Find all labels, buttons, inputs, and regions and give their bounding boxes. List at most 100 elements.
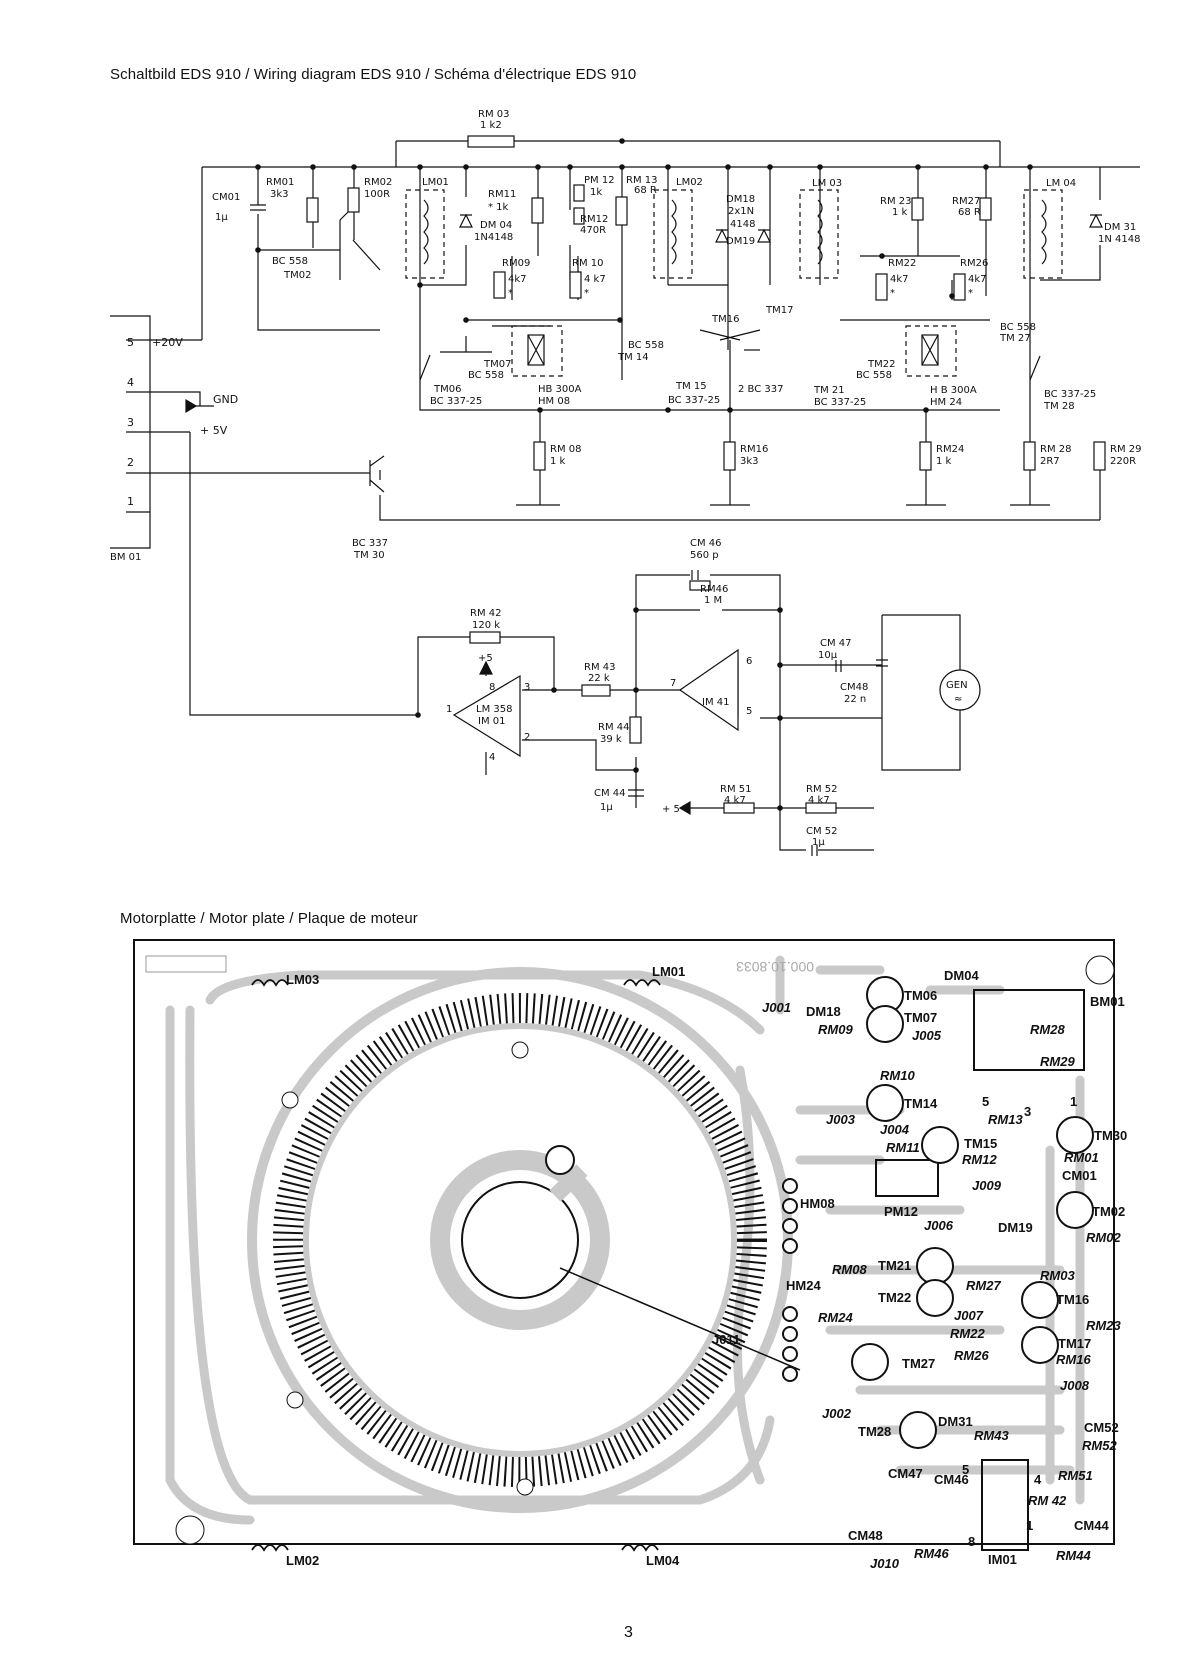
- lm04-label: LM 04: [1046, 178, 1076, 189]
- rm11-value: * 1k: [488, 202, 509, 213]
- mp-cm44: CM44: [1074, 1518, 1109, 1533]
- mp-cm46: CM46: [934, 1472, 969, 1487]
- rm23-value: 1 k: [892, 207, 908, 218]
- rm24-value: 1 k: [936, 456, 952, 467]
- rm44-value: 39 k: [600, 734, 622, 745]
- schematic-title: Schaltbild EDS 910 / Wiring diagram EDS …: [110, 66, 637, 83]
- mp-rm24: RM24: [818, 1310, 853, 1325]
- schematic-wiring: [110, 140, 1140, 851]
- cm44-label: CM 44: [594, 788, 626, 799]
- hm08-type: HB 300A: [538, 384, 582, 395]
- rm01-value: 3k3: [270, 189, 289, 200]
- tm28-type: BC 337-25: [1044, 389, 1096, 400]
- tm06-type: BC 337-25: [430, 396, 482, 407]
- cm48-label: CM48: [840, 682, 868, 693]
- tm22-type: BC 558: [856, 370, 892, 381]
- mp-rm03: RM03: [1040, 1268, 1075, 1283]
- mp-tm02: TM02: [1092, 1204, 1125, 1219]
- mp-tm30: TM30: [1094, 1128, 1127, 1143]
- mp-tm16: TM16: [1056, 1292, 1089, 1307]
- mp-j007: J007: [954, 1308, 984, 1323]
- mp-j001: J001: [762, 1000, 791, 1015]
- mp-rm22: RM22: [950, 1326, 985, 1341]
- mp-part-number: 000.10.8033: [736, 959, 814, 975]
- rm16-value: 3k3: [740, 456, 759, 467]
- mp-rm51: RM51: [1058, 1468, 1093, 1483]
- rm26-star: *: [968, 288, 973, 299]
- mp-dm31: DM31: [938, 1414, 973, 1429]
- mp-j003: J003: [826, 1112, 856, 1127]
- mp-rm28: RM28: [1030, 1022, 1065, 1037]
- mp-ic-pin-5: 5: [962, 1462, 969, 1477]
- lm02-label: LM02: [676, 177, 703, 188]
- mp-cm47: CM47: [888, 1466, 923, 1481]
- tm28-label: TM 28: [1043, 401, 1075, 412]
- rm10-label: RM 10: [572, 258, 603, 269]
- tm27-type: BC 558: [1000, 322, 1036, 333]
- page-number: 3: [624, 1624, 633, 1641]
- mp-j006: J006: [924, 1218, 954, 1233]
- pin-2: 2: [524, 732, 530, 743]
- mp-rm23: RM23: [1086, 1318, 1121, 1333]
- pin-6: 6: [746, 656, 752, 667]
- tm14-label: TM 14: [617, 352, 649, 363]
- mp-rm09: RM09: [818, 1022, 853, 1037]
- rm42-value: 120 k: [472, 620, 500, 631]
- cm47-label: CM 47: [820, 638, 852, 649]
- lm01-label: LM01: [422, 177, 449, 188]
- plus20v-label: +20V: [152, 336, 183, 349]
- rm12-value: 470R: [580, 225, 606, 236]
- im01-type: LM 358: [476, 704, 512, 715]
- mp-rm13: RM13: [988, 1112, 1023, 1127]
- motor-plate-title: Motorplatte / Motor plate / Plaque de mo…: [120, 910, 418, 927]
- mp-dm19: DM19: [998, 1220, 1033, 1235]
- mp-j009: J009: [972, 1178, 1002, 1193]
- mp-cm52: CM52: [1084, 1420, 1119, 1435]
- mp-rm10: RM10: [880, 1068, 915, 1083]
- pin-7: 7: [670, 678, 676, 689]
- rm27-value: 68 R: [958, 207, 981, 218]
- mp-pin-5: 5: [982, 1094, 989, 1109]
- gnd-label: GND: [213, 393, 238, 406]
- rm22-value: 4k7: [890, 274, 909, 285]
- rm10-star: *: [584, 288, 589, 299]
- mp-pin-1: 1: [1070, 1094, 1077, 1109]
- mp-tm17: TM17: [1058, 1336, 1091, 1351]
- cm48-value: 22 n: [844, 694, 866, 705]
- cm47-value: 10μ: [818, 650, 838, 661]
- rm01-label: RM01: [266, 177, 294, 188]
- cm46-label: CM 46: [690, 538, 722, 549]
- rm26-value: 4k7: [968, 274, 987, 285]
- pm12-label: PM 12: [584, 175, 615, 186]
- schematic-labels: BM 01 5 4 3 2 1 +20V GND + 5V RM 03 1 k2…: [110, 109, 1141, 848]
- cm01-label: CM01: [212, 192, 240, 203]
- mp-j008: J008: [1060, 1378, 1090, 1393]
- mp-bm01: BM01: [1090, 994, 1125, 1009]
- mp-j002: J002: [822, 1406, 852, 1421]
- pin-2-label: 2: [127, 456, 134, 469]
- mp-rm16: RM16: [1056, 1352, 1091, 1367]
- pin-5-label: 5: [127, 336, 134, 349]
- dm18-value2: 4148: [730, 219, 755, 230]
- mp-rm46: RM46: [914, 1546, 949, 1561]
- hm24-type: H B 300A: [930, 385, 977, 396]
- rm12-label: RM12: [580, 214, 608, 225]
- plus5v-label: + 5V: [200, 424, 228, 437]
- mp-rm01: RM01: [1064, 1150, 1099, 1165]
- hm24-label: HM 24: [930, 397, 962, 408]
- dm31-value: 1N 4148: [1098, 234, 1140, 245]
- pin-1-label: 1: [127, 495, 134, 508]
- pin-8: 8: [489, 682, 495, 693]
- gen-label: GEN: [946, 680, 968, 691]
- cm46-value: 560 p: [690, 550, 719, 561]
- tm22-label: TM22: [867, 359, 895, 370]
- rm42-label: RM 42: [470, 608, 501, 619]
- mp-rm43: RM43: [974, 1428, 1009, 1443]
- rm51-value: 4 k7: [724, 795, 746, 806]
- dm18-value: 2x1N: [728, 206, 754, 217]
- mp-rm44: RM44: [1056, 1548, 1091, 1563]
- mp-j004: J004: [880, 1122, 910, 1137]
- tm21-type-a: 2 BC 337: [738, 384, 783, 395]
- mp-tm22: TM22: [878, 1290, 911, 1305]
